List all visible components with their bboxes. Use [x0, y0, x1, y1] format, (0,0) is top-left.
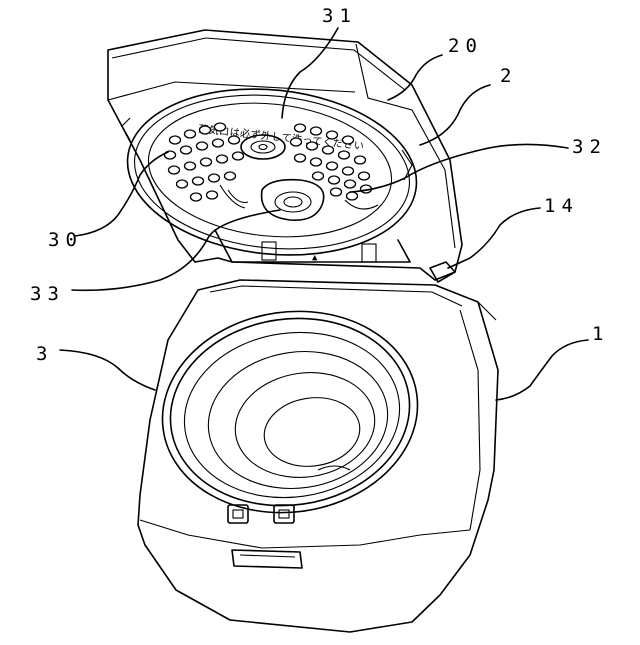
vent-hole	[191, 193, 202, 201]
vent-hole	[225, 172, 236, 180]
lid-slot-right	[345, 200, 378, 209]
vent-hole	[217, 155, 228, 163]
body-outer-shell	[138, 280, 498, 632]
vent-hole	[329, 176, 340, 184]
vent-hole	[185, 130, 196, 138]
vent-hole	[213, 139, 224, 147]
vent-hole	[229, 136, 240, 144]
vent-hole	[291, 138, 302, 146]
vent-hole	[323, 146, 334, 154]
vent-hole	[169, 166, 180, 174]
reference-labels: 31 20 2 32 14 30 33 3 1	[30, 5, 609, 365]
label-20: 20	[448, 35, 483, 57]
vent-hole	[215, 123, 226, 131]
vent-hole	[331, 188, 342, 196]
vent-hole	[327, 131, 338, 139]
vent-hole	[197, 142, 208, 150]
inner-lid-plate: ▲	[119, 75, 425, 268]
vent-hole	[177, 180, 188, 188]
vent-hole	[181, 146, 192, 154]
label-32: 32	[572, 136, 607, 158]
vent-hole	[311, 158, 322, 166]
vent-hole	[209, 174, 220, 182]
vent-hole	[345, 180, 356, 188]
vent-hole	[295, 154, 306, 162]
vent-hole	[170, 136, 181, 144]
pot-handles	[228, 505, 294, 523]
label-2: 2	[500, 65, 517, 87]
label-3: 3	[36, 343, 53, 365]
label-30: 30	[48, 229, 83, 251]
vent-hole	[233, 152, 244, 160]
label-31: 31	[322, 5, 357, 27]
vent-hole	[339, 151, 350, 159]
vent-hole	[355, 156, 366, 164]
vent-hole	[343, 136, 354, 144]
front-badge	[232, 550, 302, 568]
label-14: 14	[544, 195, 579, 217]
steam-port-33	[262, 180, 324, 220]
lid-arrow-mark: ▲	[312, 253, 318, 263]
vent-hole	[295, 124, 306, 132]
vent-hole	[193, 177, 204, 185]
vent-hole	[313, 172, 324, 180]
vent-hole	[311, 127, 322, 135]
vent-hole	[185, 162, 196, 170]
vent-hole	[327, 162, 338, 170]
vent-hole	[307, 142, 318, 150]
vent-hole	[359, 172, 370, 180]
vent-hole	[200, 126, 211, 134]
label-33: 33	[30, 283, 65, 305]
vent-hole	[343, 167, 354, 175]
label-1: 1	[592, 323, 609, 345]
vent-hole	[201, 158, 212, 166]
inner-pot-3	[149, 295, 430, 529]
vent-hole	[207, 191, 218, 199]
vent-hole	[347, 192, 358, 200]
